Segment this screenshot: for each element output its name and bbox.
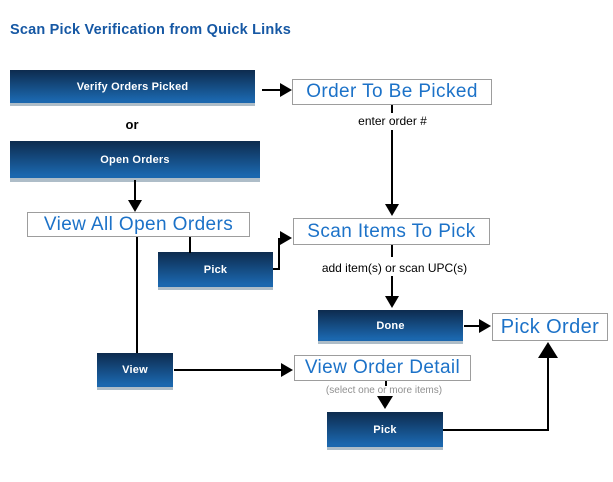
connector-viewall-to-view-line: [136, 237, 138, 353]
pick-button-lower: Pick: [327, 412, 443, 450]
order-to-be-picked-box: Order To Be Picked: [292, 79, 492, 105]
done-button: Done: [318, 310, 463, 344]
scan-items-to-pick-label: Scan Items To Pick: [307, 220, 476, 242]
connector-pick-to-scan-riser: [278, 238, 280, 270]
connector-verify-to-order-line: [262, 89, 282, 91]
arrowhead-view-to-detail-icon: [281, 363, 293, 377]
arrowhead-verify-to-order-icon: [280, 83, 292, 97]
pick-upper-label: Pick: [203, 263, 228, 276]
connector-detail-to-pick-tick: [385, 381, 387, 386]
connector-order-to-scan-tick: [391, 105, 393, 113]
pick-lower-label: Pick: [373, 423, 397, 436]
connector-pick-to-pickorder-line: [443, 429, 549, 431]
view-order-detail-box: View Order Detail: [294, 355, 471, 381]
connector-scan-to-done-line: [391, 276, 393, 298]
verify-orders-picked-button: Verify Orders Picked: [10, 70, 255, 106]
connector-view-to-detail-line: [174, 369, 282, 371]
arrowhead-done-to-pickorder-icon: [479, 319, 491, 333]
scan-items-to-pick-box: Scan Items To Pick: [293, 218, 490, 245]
connector-open-to-viewall-line: [134, 180, 136, 200]
enter-order-number-label: enter order #: [358, 114, 427, 128]
open-orders-label: Open Orders: [100, 153, 170, 166]
done-label: Done: [376, 319, 405, 332]
connector-pick-to-pickorder-riser: [547, 358, 549, 431]
arrowhead-open-to-viewall-icon: [128, 200, 142, 212]
view-label: View: [122, 364, 148, 376]
verify-orders-picked-label: Verify Orders Picked: [76, 80, 189, 93]
pick-order-label: Pick Order: [500, 315, 600, 338]
view-all-open-orders-box: View All Open Orders: [27, 212, 250, 237]
view-all-open-orders-label: View All Open Orders: [43, 213, 234, 235]
connector-viewall-to-pick-line: [189, 237, 191, 253]
page-title: Scan Pick Verification from Quick Links: [10, 22, 291, 38]
arrowhead-pick-to-scan-icon: [280, 231, 292, 245]
pick-order-box: Pick Order: [492, 313, 608, 341]
connector-order-to-scan-line: [391, 130, 393, 204]
order-to-be-picked-label: Order To Be Picked: [306, 81, 478, 102]
add-items-or-scan-label: add item(s) or scan UPC(s): [321, 261, 468, 275]
open-orders-button: Open Orders: [10, 141, 260, 182]
select-items-label: (select one or more items): [325, 385, 443, 396]
arrowhead-detail-to-pick-icon: [377, 396, 393, 409]
connector-scan-to-done-tick: [391, 245, 393, 257]
connector-done-to-pickorder-line: [464, 325, 480, 327]
view-order-detail-label: View Order Detail: [304, 357, 461, 378]
or-label: or: [125, 117, 139, 132]
connector-pick-to-scan-stub: [273, 268, 280, 270]
pick-button-upper: Pick: [158, 252, 273, 290]
view-button: View: [97, 353, 173, 390]
arrowhead-scan-to-done-icon: [385, 296, 399, 308]
arrowhead-order-to-scan-icon: [385, 204, 399, 216]
arrowhead-pick-to-pickorder-icon: [538, 342, 558, 358]
